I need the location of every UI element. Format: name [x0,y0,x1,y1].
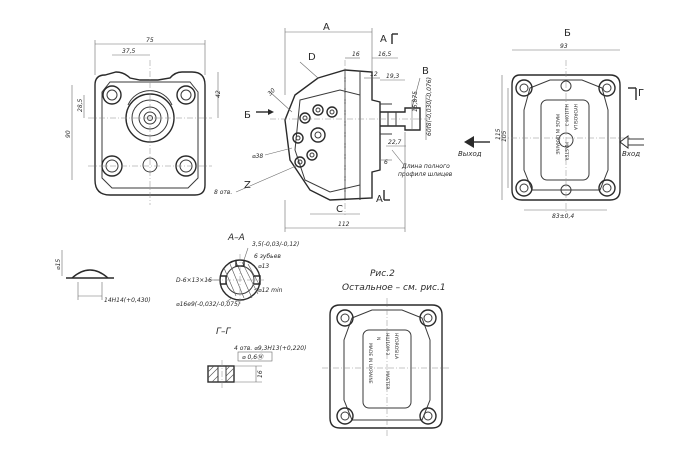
holes-8-label: 8 отв. [214,189,232,196]
dim-38: ⌀38 [252,153,263,160]
dim-4-holes: 4 отв. ⌀9,3H13(+0,220) [234,345,306,352]
inlet-label: Вход [622,150,640,158]
back-view: Б HYDROSILA НШ10М-3 MASTER MADE IN UKRAI… [458,28,644,220]
back-bolt-holes [515,79,616,197]
label-G-cut: Г [638,88,644,99]
dim-28-5: 28,5 [77,98,84,112]
dim-30: 30 [266,87,276,97]
fig2-title: Рис.2 [370,269,395,279]
dim-d15: ⌀15 [55,259,62,270]
label-A-top: A [323,22,330,33]
dim-16: 16 [352,51,360,58]
dim-16-small: 16 [257,370,264,378]
inlet-arrow-icon [619,135,629,149]
plate-brand: HYDROSILA [572,104,578,131]
fig2-plate-brand: HYDROSILA [393,333,399,360]
dim-60f8: 60f8(-0,030/-0,076) [426,77,433,136]
dim-83: 83±0,4 [552,213,574,220]
plate-made: MADE IN UKRAINE [554,114,560,155]
label-C: C [336,204,343,215]
section-aa-title: А–А [227,233,245,243]
section-gg-title: Г–Г [216,327,232,337]
label-B-view: Б [564,28,571,39]
fig2-note: Остальное – см. рис.1 [342,283,446,293]
dim-d16e9: ⌀16е9(-0,032/-0,075) [176,301,240,308]
dim-42: 42 [215,90,222,98]
dim-75: 75 [146,37,154,44]
dim-d12-min: ⌀12 min [258,287,283,294]
dim-12: 12 [370,71,378,78]
dim-93: 93 [560,43,568,50]
spline-note-line1: Длина полного [401,163,450,170]
label-Z: Z [244,180,251,191]
dim-16-5: 16,5 [378,51,392,58]
outlet-arrow-icon [464,136,474,148]
dim-115: 115 [495,128,502,140]
section-aa: А–А 3,5(-0,03/-0,12) 6 зубьев ⌀13 D-6×13… [176,233,299,308]
dim-d13: ⌀13 [258,263,269,270]
dim-19-3: 19,3 [386,73,400,80]
fig2: Рис.2 Остальное – см. рис.1 HYDROSILA НШ… [322,269,450,438]
dim-3-5: 3,5(-0,03/-0,12) [252,241,299,248]
dim-6: 6 [384,159,388,166]
outlet-label: Выход [458,150,482,158]
fig2-bolt-holes [336,309,437,425]
dim-position-tol: ⌀ 0,6Ⓜ [242,353,264,361]
dim-37-5: 37,5 [122,48,136,55]
label-A-cut-bottom: A [376,194,383,205]
side-view: A D 16 16,5 12 19,3 В 15,875 60f8(-0,030… [214,22,453,232]
dim-105: 105 [501,130,508,142]
dim-14h14: 14Н14(+0,430) [104,297,151,304]
dim-6-teeth: 6 зубьев [254,253,281,260]
dim-spline: D-6×13×16 [176,277,212,284]
label-A-cut-top: A [380,34,387,45]
label-D: D [308,52,316,63]
spline-note-line2: профиля шлицев [398,171,453,178]
front-bolt-holes [101,85,197,177]
fig2-nameplate: HYDROSILA НШ10М-3 MASTER N MADE IN UKRAI… [367,333,399,390]
fig2-plate-n: N [375,337,381,340]
section-gg: Г–Г 4 отв. ⌀9,3H13(+0,220) ⌀ 0,6Ⓜ 16 [207,327,306,388]
label-B-left: Б [244,110,251,121]
dim-22-7: 22,7 [388,139,402,146]
label-V: В [422,66,429,77]
fig2-plate-made: MADE IN UKRAINE [367,343,373,384]
front-view: 75 37,5 42 28,5 90 [65,37,222,205]
dim-15-875: 15,875 [412,91,419,112]
dim-112: 112 [338,221,350,228]
key-detail: 14Н14(+0,430) ⌀15 [55,250,151,304]
dim-90: 90 [65,130,72,138]
side-bolt-heads [292,104,338,168]
